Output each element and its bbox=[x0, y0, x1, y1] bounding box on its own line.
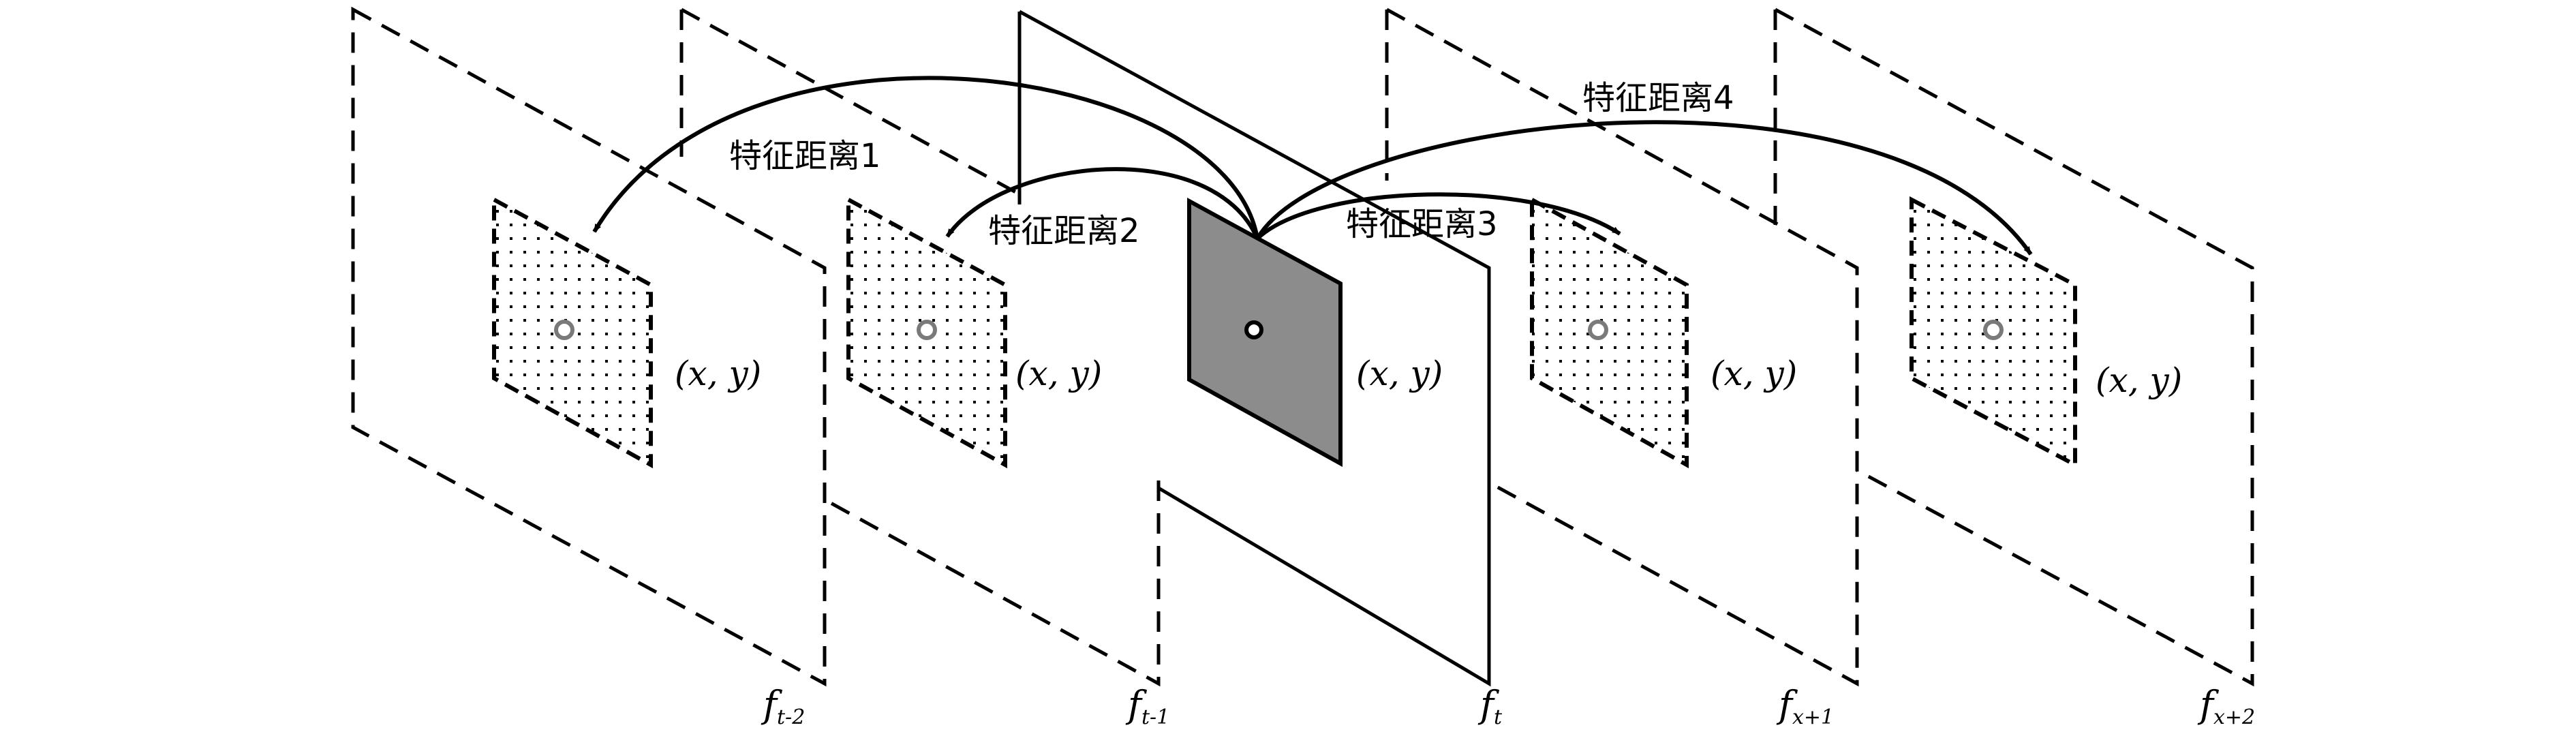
distance-label-1: 特征距离1 bbox=[729, 137, 881, 175]
arrow-distance-1 bbox=[592, 76, 1259, 239]
frame-t-minus-2-outline bbox=[351, 6, 827, 687]
frame-label-x-plus-1: fx+1 bbox=[1776, 683, 1834, 729]
frame-t-minus-1-center-marker bbox=[917, 320, 937, 340]
frame-x-plus-1-center-marker bbox=[1588, 320, 1608, 340]
frame-x-plus-2-outline bbox=[1773, 7, 2254, 687]
arrow-distance-2 bbox=[945, 167, 1259, 240]
distance-label-2: 特征距离2 bbox=[988, 212, 1140, 250]
frame-label-t: ft bbox=[1477, 683, 1503, 729]
frame-label-t-minus-1: ft-1 bbox=[1125, 683, 1169, 729]
frame-t-minus-2 bbox=[351, 6, 827, 687]
frame-x-plus-2 bbox=[1773, 7, 2254, 687]
frame-x-plus-1-outline bbox=[1385, 7, 1859, 687]
coord-label-t-minus-2: (x, y) bbox=[675, 354, 761, 393]
frame-t-outline bbox=[1017, 10, 1491, 687]
frame-t-minus-2-center-marker bbox=[554, 320, 574, 340]
frame-t-center-marker bbox=[1244, 320, 1263, 339]
frame-t-minus-1 bbox=[679, 7, 1161, 687]
coord-label-t: (x, y) bbox=[1356, 354, 1443, 393]
frame-t-minus-1-outline bbox=[679, 7, 1161, 687]
frame-label-t-minus-2: ft-2 bbox=[761, 683, 805, 729]
frame-x-plus-1-patch bbox=[1530, 196, 1689, 469]
frame-x-plus-1 bbox=[1385, 7, 1859, 687]
frame-t bbox=[1017, 10, 1491, 687]
coord-label-x-plus-1: (x, y) bbox=[1711, 354, 1797, 393]
coord-label-x-plus-2: (x, y) bbox=[2096, 361, 2182, 400]
frame-t-patch bbox=[1187, 197, 1343, 468]
frame-x-plus-2-center-marker bbox=[1983, 320, 2004, 340]
arrow-distance-3 bbox=[1255, 192, 1621, 241]
coord-label-t-minus-1: (x, y) bbox=[1015, 354, 1102, 393]
distance-label-4: 特征距离4 bbox=[1582, 79, 1734, 117]
distance-arrows bbox=[592, 76, 2033, 256]
distance-label-3: 特征距离3 bbox=[1346, 205, 1498, 243]
frame-label-x-plus-2: fx+2 bbox=[2197, 683, 2255, 729]
arrow-distance-4 bbox=[1255, 120, 2033, 256]
